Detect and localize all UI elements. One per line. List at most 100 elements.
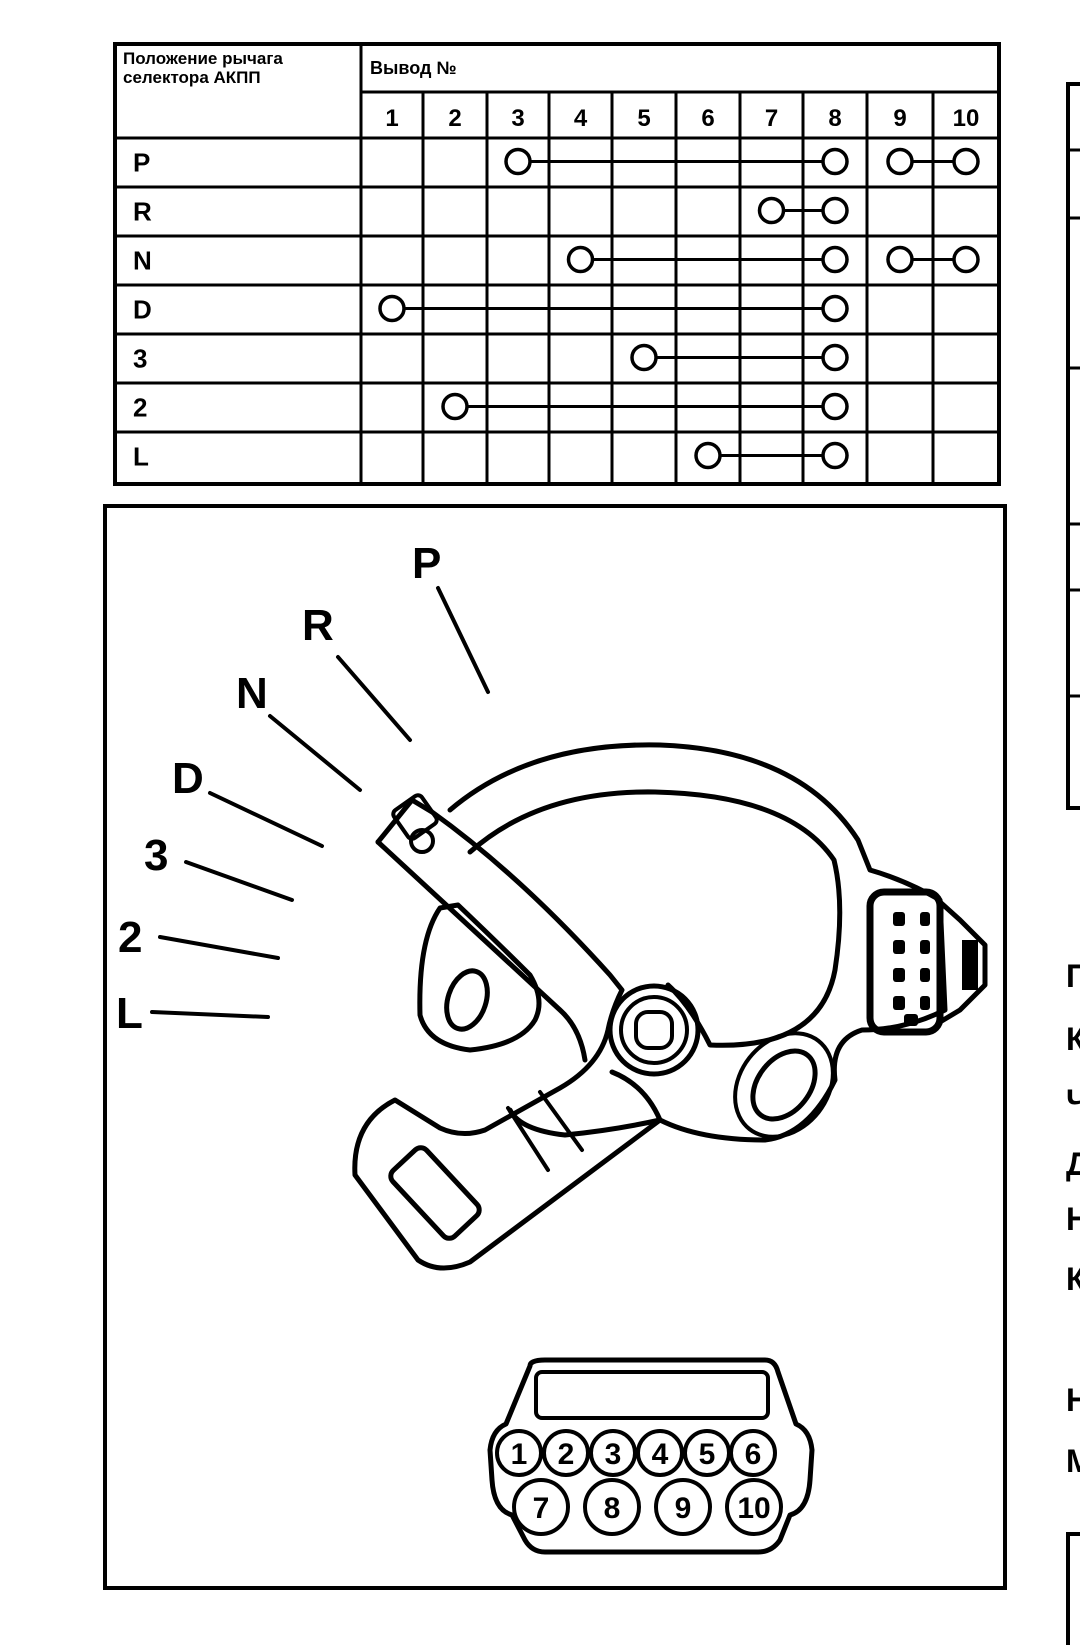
row-label-D: D xyxy=(133,295,152,325)
mounting-slot-right xyxy=(750,1048,818,1122)
connector-pin-label-10: 10 xyxy=(737,1492,770,1525)
continuity-terminal xyxy=(821,343,849,372)
continuity-terminal xyxy=(821,392,849,421)
pin-number-header: Вывод № xyxy=(370,58,456,78)
connector-shell xyxy=(487,1357,815,1555)
lever-end-slot xyxy=(388,1145,482,1241)
continuity-terminal xyxy=(630,343,658,372)
position-label-l: L xyxy=(116,989,143,1038)
mounting-ear-right xyxy=(733,1031,835,1139)
position-label-n: N xyxy=(236,669,268,718)
connector-pin-label-1: 1 xyxy=(511,1438,528,1471)
connector-pin-label-8: 8 xyxy=(604,1492,621,1525)
side-connector-plug xyxy=(866,888,944,1036)
continuity-terminal xyxy=(886,147,914,176)
continuity-terminal xyxy=(886,245,914,274)
adjacent-text-fragment: Д xyxy=(1066,1146,1080,1182)
position-label-2: 2 xyxy=(118,913,142,962)
corner-header-line1: Положение рычага xyxy=(123,49,283,68)
adjacent-text-fragment: Н xyxy=(1066,1201,1080,1237)
continuity-terminal xyxy=(694,441,722,470)
position-label-r: R xyxy=(302,601,334,650)
corner-header-line2: селектора АКПП xyxy=(123,68,261,87)
continuity-terminal xyxy=(821,196,849,225)
connector-pin-label-5: 5 xyxy=(699,1438,716,1471)
position-leader-lines xyxy=(150,586,490,1019)
connector-pin-7 xyxy=(512,1478,570,1536)
position-label-d: D xyxy=(172,754,204,803)
row-label-2: 2 xyxy=(133,393,147,423)
side-connector-pins xyxy=(893,912,930,1026)
pin-header-5: 5 xyxy=(637,105,650,132)
leader-line-l xyxy=(150,1010,270,1019)
continuity-terminal xyxy=(757,196,786,225)
adjacent-box-edge xyxy=(1066,1532,1080,1645)
shaft-boss xyxy=(607,983,701,1077)
pin-header-2: 2 xyxy=(448,105,461,132)
leader-line-n xyxy=(268,714,362,792)
lever-rib-2 xyxy=(538,1090,584,1152)
continuity-terminal xyxy=(952,147,980,176)
connector-pin-label-3: 3 xyxy=(605,1438,622,1471)
connector-pin-1 xyxy=(495,1429,543,1477)
shaft-boss-inner xyxy=(619,995,689,1065)
adjacent-text-fragment: К xyxy=(1066,1261,1080,1297)
continuity-terminal xyxy=(504,147,532,176)
pin-header-4: 4 xyxy=(574,105,588,132)
leader-line-3 xyxy=(184,860,294,902)
pin-header-9: 9 xyxy=(893,105,906,132)
row-label-R: R xyxy=(133,197,152,227)
pin-header-10: 10 xyxy=(953,105,980,132)
connector-pin-label-4: 4 xyxy=(652,1438,669,1471)
connector-pin-9 xyxy=(654,1478,712,1536)
position-label-p: P xyxy=(412,539,441,588)
neutral-start-switch xyxy=(352,742,988,1271)
adjacent-text-fragment: М xyxy=(1066,1443,1080,1479)
continuity-terminal xyxy=(566,245,595,274)
leader-line-d xyxy=(208,791,324,848)
pin-header-8: 8 xyxy=(828,105,841,132)
continuity-terminal xyxy=(821,441,849,470)
continuity-terminal xyxy=(441,392,469,421)
position-label-3: 3 xyxy=(144,831,168,880)
manual-lever xyxy=(352,797,663,1271)
connector-pin-3 xyxy=(589,1429,637,1477)
connector-pin-10 xyxy=(725,1478,783,1536)
lever-rib-1 xyxy=(506,1106,550,1172)
leader-line-r xyxy=(336,655,412,742)
connector-pin-label-7: 7 xyxy=(533,1492,550,1525)
row-label-3: 3 xyxy=(133,344,147,374)
pin-continuity-table: Положение рычага селектора АКПП Вывод № … xyxy=(113,42,1001,486)
mounting-slot-left xyxy=(444,968,490,1032)
continuity-terminal xyxy=(378,294,406,323)
connector-pin-label-2: 2 xyxy=(558,1438,575,1471)
connector-pin-label-6: 6 xyxy=(745,1438,762,1471)
adjacent-text-fragment: Н xyxy=(1066,1382,1080,1418)
pin-header-7: 7 xyxy=(765,105,778,132)
continuity-terminal xyxy=(821,245,849,274)
row-label-L: L xyxy=(133,442,149,472)
connector-pin-2 xyxy=(542,1429,590,1477)
adjacent-table-edge xyxy=(1066,82,1080,810)
continuity-marks xyxy=(378,147,980,470)
connector-pin-label-9: 9 xyxy=(675,1492,692,1525)
switch-frame-inner xyxy=(467,789,843,1048)
connector-pin-4 xyxy=(636,1429,684,1477)
row-label-N: N xyxy=(133,246,152,276)
manual-lever-edge xyxy=(375,839,588,1063)
pin-header-3: 3 xyxy=(511,105,524,132)
connector-lock-window xyxy=(534,1370,770,1420)
side-connector-latch xyxy=(937,899,988,1025)
adjacent-text-fragment: П xyxy=(1066,958,1080,994)
row-label-P: P xyxy=(133,148,150,178)
table-border xyxy=(113,42,1001,486)
shaft-flat xyxy=(634,1010,674,1050)
adjacent-table-rules xyxy=(1068,148,1080,698)
table-grid xyxy=(115,44,999,484)
